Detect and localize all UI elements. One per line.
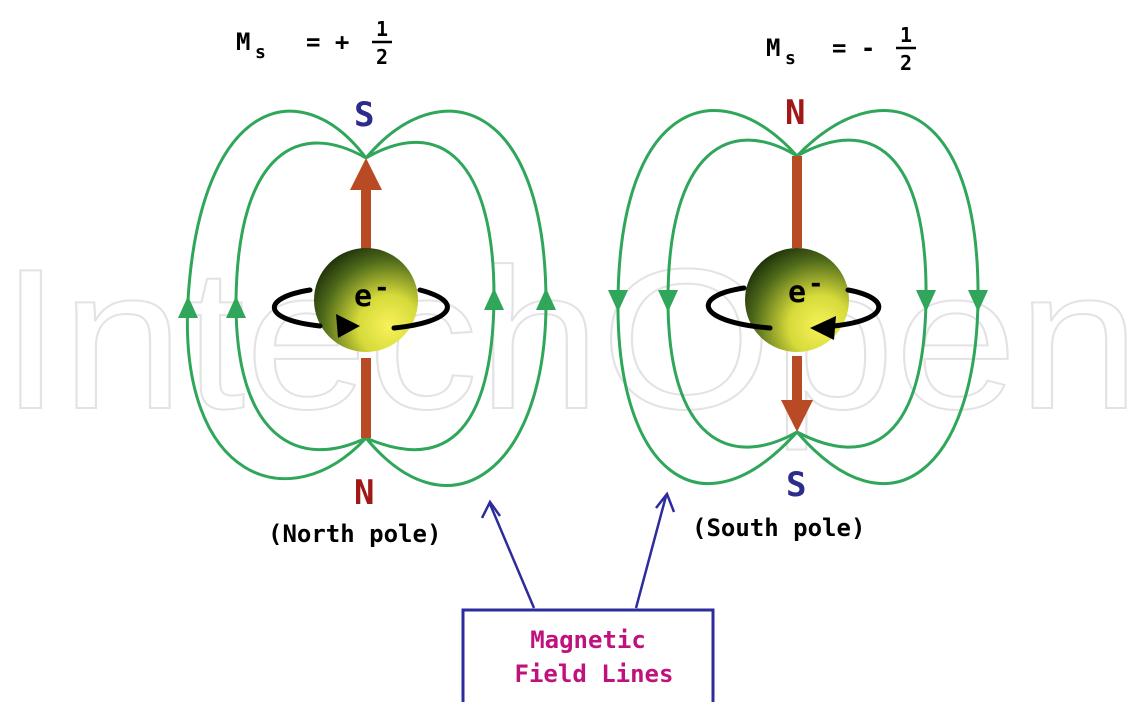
left-electron-charge: - <box>374 273 390 303</box>
right-ms-subscript: s <box>785 48 796 69</box>
left-spin-arrow-shaft-bottom <box>361 358 371 438</box>
left-bottom-pole-label: N <box>354 473 374 513</box>
left-field-arrowhead-2 <box>226 296 246 318</box>
right-spin-arrow-shaft-top <box>792 156 802 248</box>
left-field-arrowhead-4 <box>536 288 556 310</box>
left-rotation-arc <box>272 287 450 331</box>
left-top-pole-label: S <box>354 95 374 135</box>
left-ms-symbol: M <box>236 28 250 56</box>
left-field-arrowhead-3 <box>484 288 504 310</box>
left-ms-label: M s = + 1 2 <box>236 17 392 69</box>
right-electron-group: M s = - 1 2 e - <box>608 23 988 542</box>
right-pole-caption: (South pole) <box>692 514 865 542</box>
right-spin-arrow <box>781 156 813 432</box>
right-field-arrowheads <box>608 290 988 312</box>
callout-line-2: Field Lines <box>515 660 674 688</box>
right-ms-label: M s = - 1 2 <box>766 23 916 75</box>
right-ms-symbol: M <box>766 34 780 62</box>
right-electron-label: e <box>788 275 806 310</box>
right-ms-denominator: 2 <box>900 51 912 75</box>
right-rotation-arrow <box>705 285 881 340</box>
right-ms-equals: = - <box>832 34 875 62</box>
left-field-arrowheads <box>178 288 556 318</box>
right-electron-charge: - <box>808 269 824 299</box>
left-ms-numerator: 1 <box>376 17 388 41</box>
right-rotation-arrowhead <box>810 316 836 340</box>
right-bottom-pole-label: S <box>786 465 806 505</box>
callout-pointer-left <box>488 503 536 609</box>
left-spin-arrow <box>350 158 382 438</box>
left-pole-caption: (North pole) <box>268 520 441 548</box>
right-field-arrowhead-2 <box>658 290 678 312</box>
left-rotation-arrow <box>272 287 450 338</box>
right-field-arrowhead-4 <box>968 290 988 312</box>
right-spin-arrow-head <box>781 400 813 432</box>
right-field-arrowhead-3 <box>916 290 936 312</box>
right-ms-numerator: 1 <box>900 23 912 47</box>
field-lines-callout: Magnetic Field Lines <box>461 491 715 707</box>
callout-pointer-right <box>634 495 668 609</box>
left-rotation-arrowhead <box>336 314 360 338</box>
callout-line-1: Magnetic <box>530 626 646 654</box>
left-ms-subscript: s <box>255 42 266 63</box>
right-field-arrowhead-1 <box>608 290 628 312</box>
callout-pointer-right-head <box>655 491 676 513</box>
left-spin-arrow-head <box>350 158 382 190</box>
left-field-arrowhead-1 <box>178 296 198 318</box>
left-spin-arrow-shaft-top <box>361 188 371 250</box>
callout-box <box>461 608 715 707</box>
left-ms-denominator: 2 <box>376 45 388 69</box>
left-electron-group: M s = + 1 2 e - <box>178 17 556 548</box>
watermark-text: IntechOpen <box>0 228 1140 451</box>
right-spin-arrow-shaft-bottom <box>792 356 802 402</box>
left-ms-equals: = + <box>306 28 349 56</box>
left-electron-label: e <box>354 279 372 314</box>
callout-pointer-left-head <box>480 499 502 519</box>
right-top-pole-label: N <box>785 93 805 133</box>
right-rotation-arc <box>705 285 881 331</box>
